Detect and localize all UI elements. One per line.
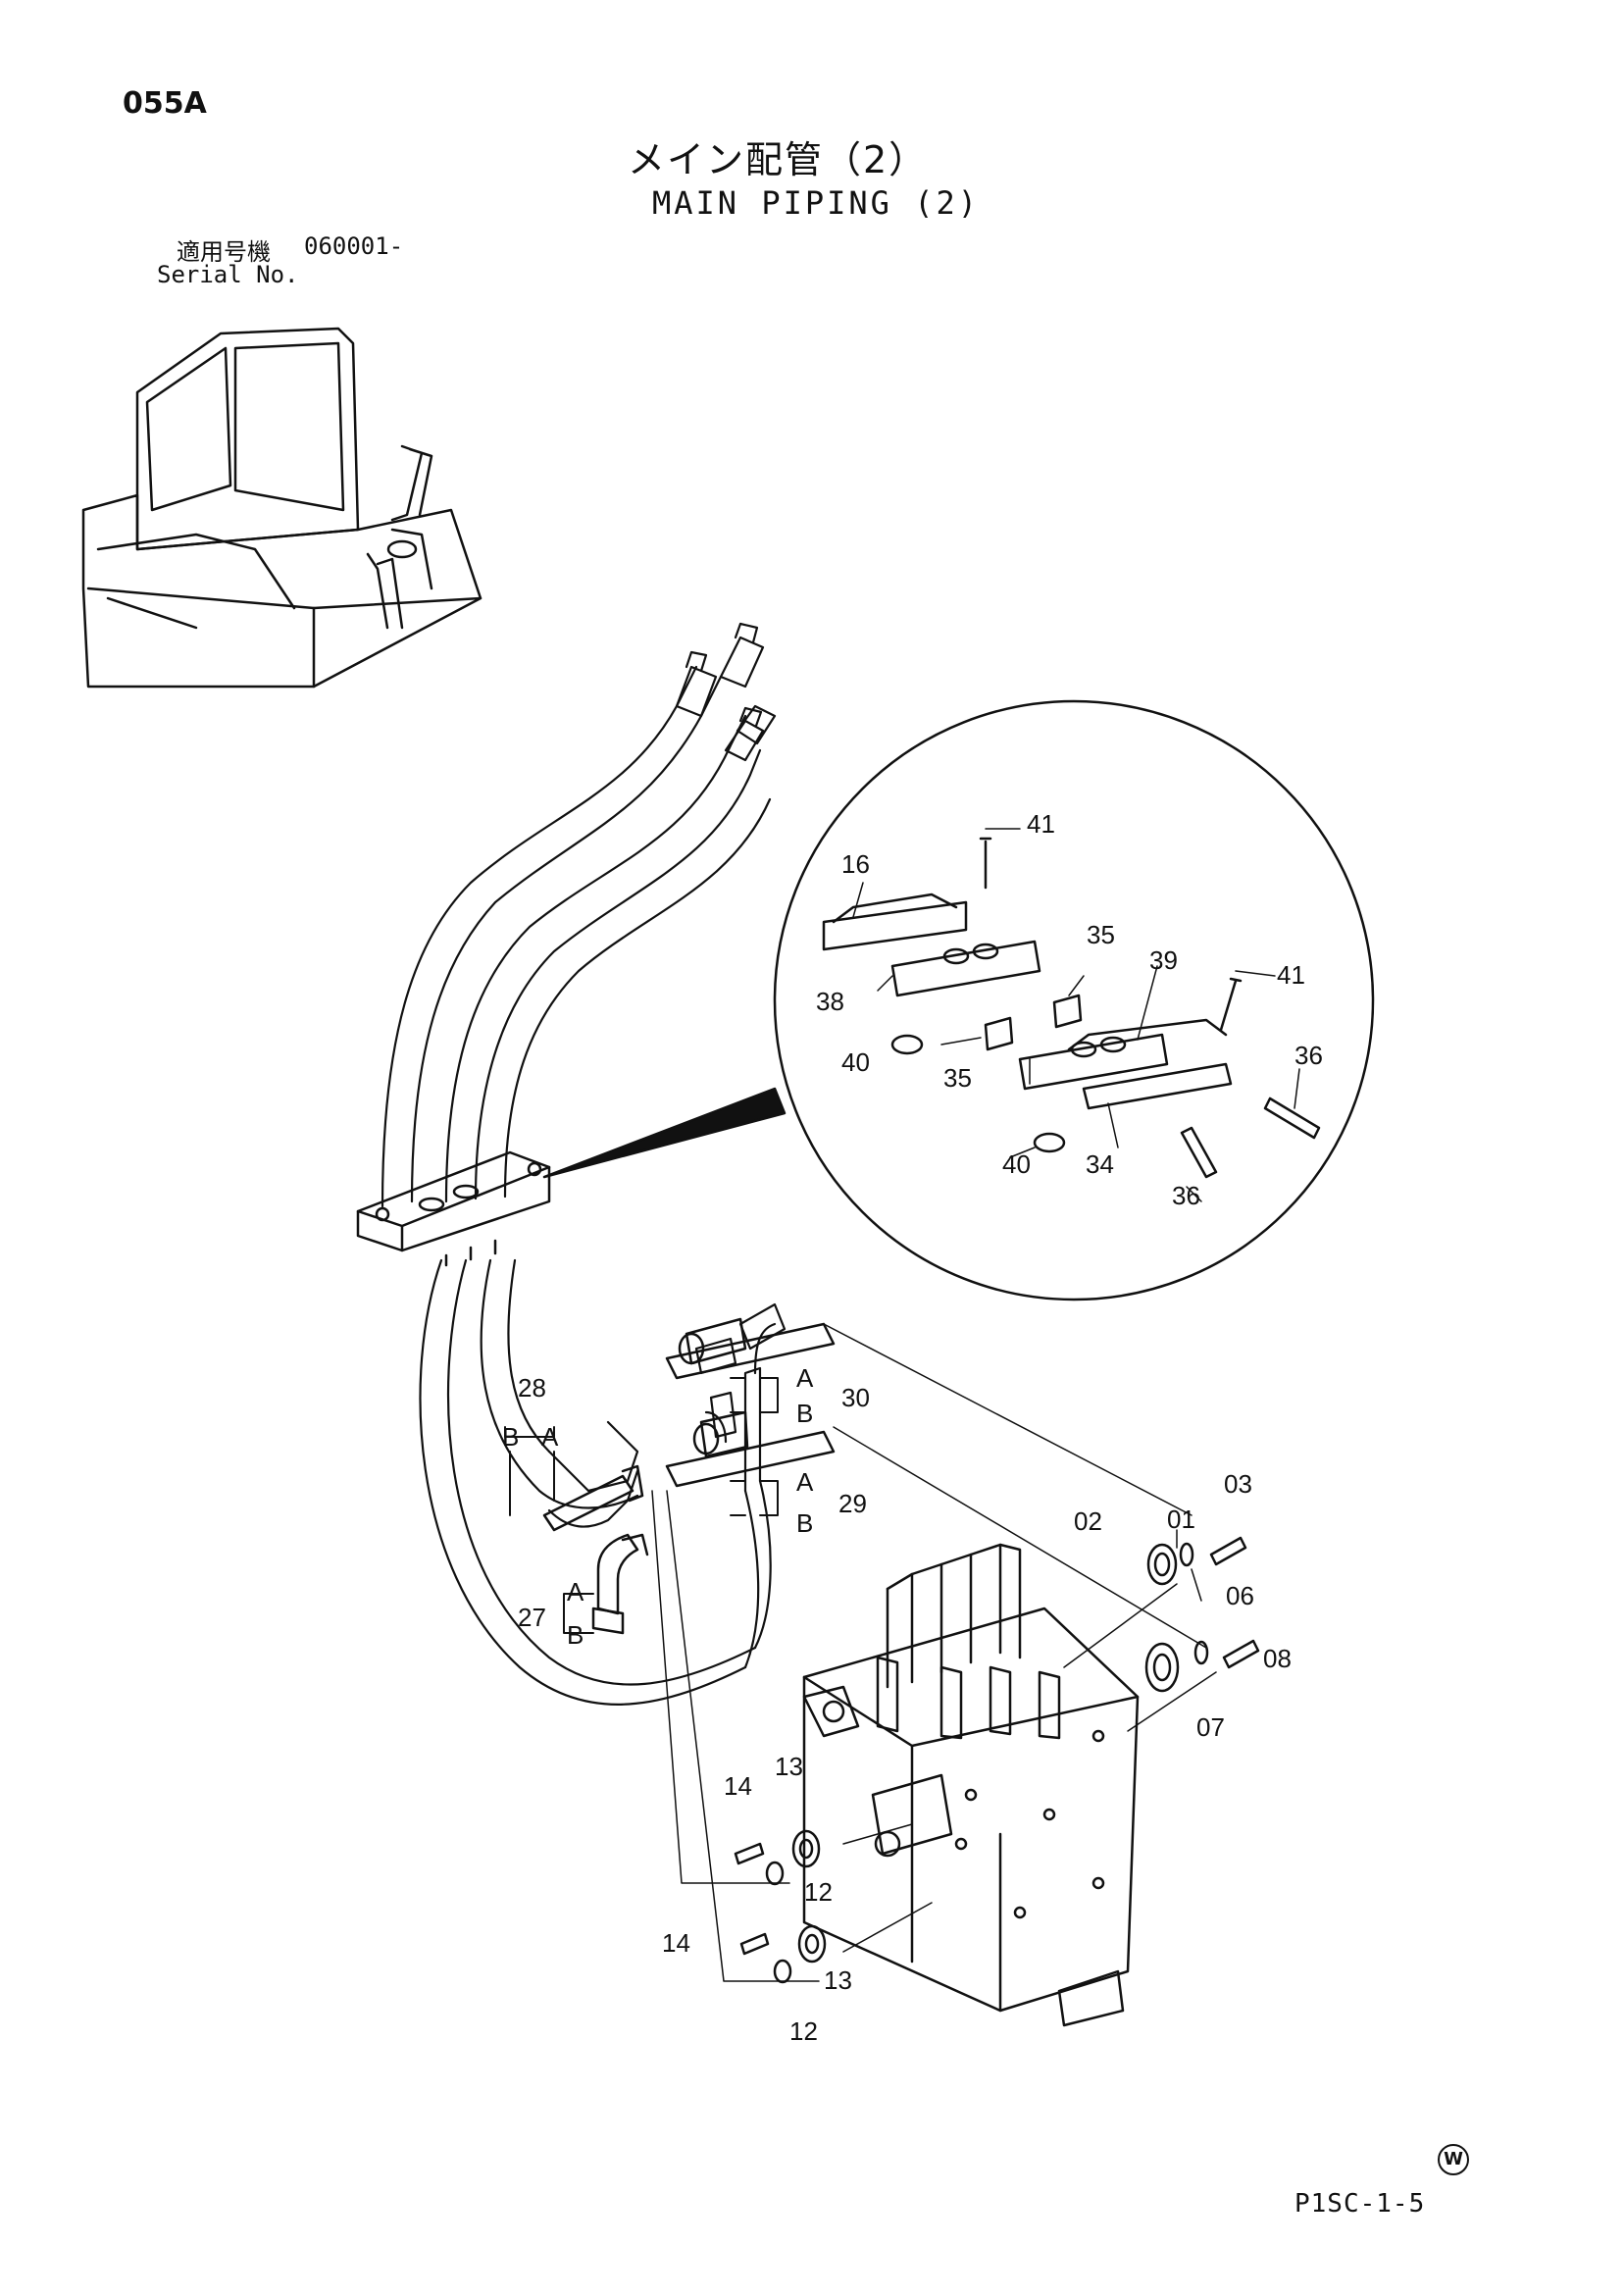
callout-36-lower: 36 [1172, 1181, 1200, 1210]
callout-07: 07 [1196, 1712, 1225, 1742]
callout-35-lower: 35 [943, 1063, 972, 1093]
serial-label-english: Serial No. [157, 261, 299, 288]
callout-14-lower: 14 [662, 1928, 690, 1958]
oring-06 [1193, 1640, 1209, 1665]
callout-41-upper: 41 [1027, 809, 1055, 839]
callout-labels: 41 41 16 35 39 38 40 35 36 40 34 36 28 B… [502, 809, 1323, 2046]
callout-14-upper: 14 [724, 1771, 752, 1801]
callout-29: 29 [838, 1489, 867, 1518]
flange-13-lower [797, 1924, 827, 1964]
straight-pipe-28 [542, 1464, 644, 1532]
flange-02 [1146, 1543, 1178, 1586]
hose-end-b-29: B [796, 1508, 813, 1538]
callout-28: 28 [518, 1373, 546, 1403]
callout-35-upper: 35 [1087, 920, 1115, 949]
control-valve [802, 1543, 1140, 2027]
hose-end-a-27: A [567, 1577, 584, 1607]
elbow-fitting-27 [591, 1533, 649, 1635]
callout-34: 34 [1086, 1149, 1114, 1179]
callout-03: 03 [1224, 1469, 1252, 1499]
callout-13-upper: 13 [775, 1752, 803, 1781]
callout-06: 06 [1226, 1581, 1254, 1610]
hose-clamp [356, 1150, 551, 1267]
detail-magnifier-circle [773, 699, 1375, 1301]
callout-30: 30 [841, 1383, 870, 1412]
bolt-08 [1222, 1639, 1260, 1669]
hose-bundle-bottom [419, 1258, 787, 1706]
bolt-14-upper [734, 1842, 765, 1865]
hose-bundle-top [381, 622, 777, 1208]
hose-end-a-28: A [541, 1422, 559, 1452]
oring-12-lower [773, 1959, 792, 1984]
hose-end-b-28: B [502, 1422, 519, 1452]
serial-number-value: 060001- [304, 232, 404, 260]
callout-40-lower: 40 [1002, 1149, 1031, 1179]
callout-39: 39 [1149, 945, 1178, 975]
callout-12-lower: 12 [789, 2016, 818, 2046]
hose-end-a-30: A [796, 1363, 814, 1393]
callout-08: 08 [1263, 1644, 1292, 1673]
title-english: MAIN PIPING (2) [652, 184, 980, 222]
hose-end-a-29: A [796, 1467, 814, 1497]
clamp-detail-parts [822, 837, 1321, 1179]
oring-12-upper [765, 1861, 785, 1886]
oring-01 [1179, 1542, 1194, 1567]
hose-end-b-27: B [567, 1620, 584, 1650]
callout-38: 38 [816, 987, 844, 1016]
serial-label-japanese: 適用号機 [177, 238, 271, 266]
flange-13-upper [791, 1829, 821, 1868]
callout-36-upper: 36 [1294, 1041, 1323, 1070]
callout-41-lower: 41 [1277, 960, 1305, 990]
bolt-14-lower [739, 1932, 770, 1956]
callout-01: 01 [1167, 1505, 1195, 1534]
reference-code: P1SC-1-5 [1294, 2189, 1426, 2219]
fitting-29 [665, 1410, 836, 1488]
fitting-30 [665, 1317, 836, 1380]
bolt-03 [1209, 1536, 1247, 1566]
callout-13-lower: 13 [824, 1965, 852, 1995]
callout-16: 16 [841, 849, 870, 879]
machine-overview-illustration [81, 327, 482, 689]
hose-end-b-30: B [796, 1399, 813, 1428]
page-code: 055A [123, 86, 207, 121]
copyright-mark: W [1438, 2144, 1469, 2175]
detail-pointer [542, 1087, 787, 1179]
callout-02: 02 [1074, 1506, 1102, 1536]
flange-07 [1144, 1642, 1180, 1693]
callout-12-upper: 12 [804, 1877, 833, 1907]
detail-leader-lines [852, 828, 1300, 1202]
callout-40-upper: 40 [841, 1047, 870, 1077]
title-japanese: メイン配管（2） [628, 138, 929, 181]
callout-27: 27 [518, 1603, 546, 1632]
